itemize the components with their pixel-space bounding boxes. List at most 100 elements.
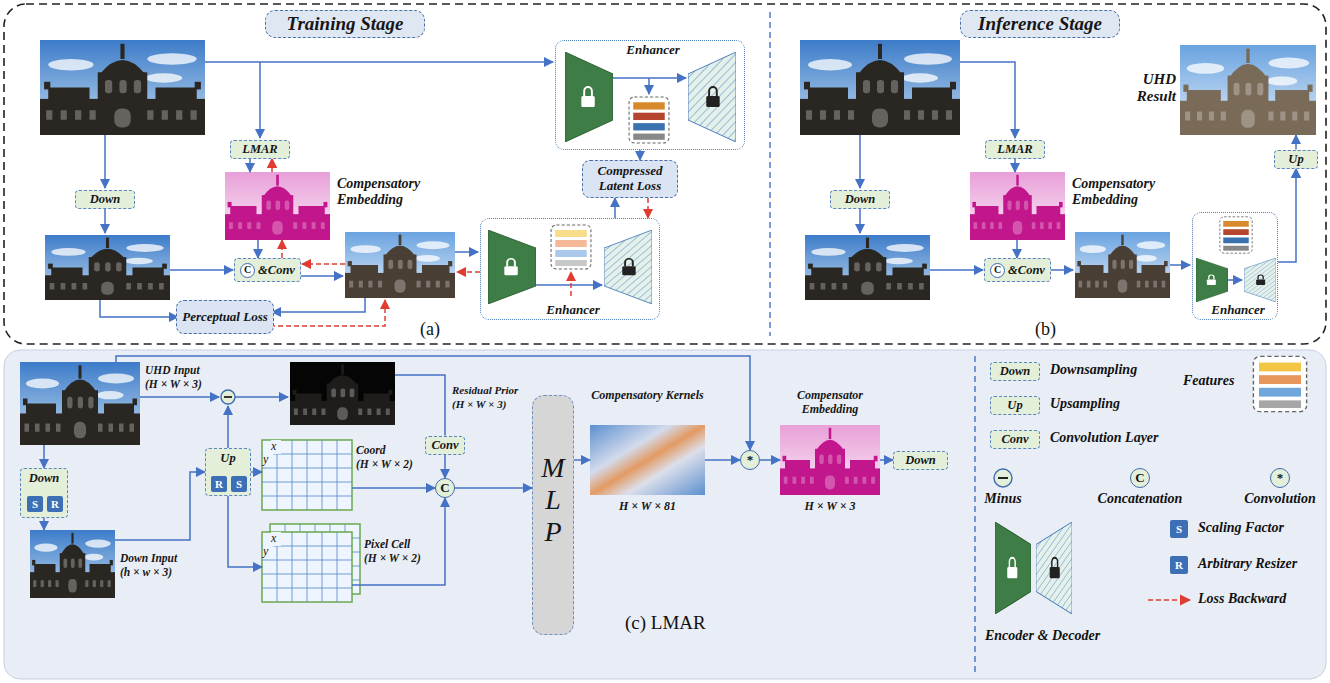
mlp-box: M L P bbox=[532, 395, 574, 635]
photo bbox=[1075, 232, 1170, 298]
wire bbox=[272, 298, 365, 312]
operator-circle: C bbox=[1130, 468, 1150, 488]
photo bbox=[1180, 45, 1316, 135]
factor-box: R bbox=[1170, 556, 1188, 574]
flow-connector bbox=[455, 487, 532, 489]
encoder bbox=[565, 52, 613, 142]
op-box: UpRS bbox=[205, 448, 251, 496]
op-box: Up bbox=[990, 396, 1040, 415]
node-text: Compressed Latent Loss bbox=[583, 164, 677, 194]
factor-box: R bbox=[47, 496, 63, 512]
node-text: R bbox=[215, 478, 223, 491]
node-text: &Conv bbox=[1008, 263, 1045, 277]
loss-wire bbox=[302, 263, 345, 265]
node-text: C bbox=[1135, 471, 1144, 486]
minus-symbol bbox=[994, 469, 1012, 487]
flow-connector bbox=[352, 487, 435, 489]
node-text: (H × W × 2) bbox=[364, 552, 432, 565]
wire bbox=[104, 208, 106, 233]
factor-box: R bbox=[211, 476, 227, 492]
photo-building bbox=[345, 235, 455, 298]
node-text: Compensatory Embedding bbox=[1072, 176, 1176, 208]
minus-symbol bbox=[998, 477, 1008, 479]
node-text: Up bbox=[1007, 398, 1022, 412]
wire bbox=[140, 396, 219, 398]
photo bbox=[40, 40, 205, 135]
loss-connector bbox=[281, 240, 283, 258]
concat-conv-box: C&Conv bbox=[984, 258, 1051, 282]
grid-node: Pixel Cell(H × W × 2)xy bbox=[262, 532, 352, 602]
decoder bbox=[1036, 522, 1072, 614]
flow-connector bbox=[228, 496, 262, 567]
kernel-map bbox=[590, 425, 705, 495]
node-text: y bbox=[263, 453, 273, 467]
factor-box: S bbox=[231, 476, 247, 492]
enhancer-box: Enhancer bbox=[555, 40, 745, 150]
flow-connector bbox=[43, 445, 45, 468]
flow-connector bbox=[760, 459, 780, 461]
node-text: S bbox=[32, 498, 38, 511]
wire bbox=[859, 208, 861, 233]
svg-g bbox=[270, 264, 571, 326]
svg-g bbox=[100, 62, 1242, 448]
panel-label: (b) bbox=[1035, 319, 1056, 340]
node-text: UHD Input bbox=[145, 364, 225, 377]
legend-text: Upsampling bbox=[1050, 396, 1120, 412]
flow-connector bbox=[705, 459, 740, 461]
node-text: (H × W × 2) bbox=[356, 458, 424, 471]
photo bbox=[780, 425, 880, 495]
photo bbox=[30, 530, 115, 598]
grid-lines bbox=[262, 532, 352, 602]
photo-building bbox=[30, 533, 115, 598]
node-text: S bbox=[236, 478, 242, 491]
node-text: Compensatory Kernels bbox=[585, 389, 710, 403]
flow-connector bbox=[880, 459, 893, 461]
node-text: H × W × 81 bbox=[590, 500, 705, 514]
wire bbox=[235, 396, 288, 398]
node-text: S bbox=[1176, 523, 1182, 536]
photo-building bbox=[970, 175, 1065, 240]
node-text: &Conv bbox=[258, 263, 295, 277]
image-node: Compensatory KernelsH × W × 81 bbox=[590, 425, 705, 495]
operator-circle: C bbox=[435, 478, 455, 498]
features bbox=[551, 225, 591, 269]
wire bbox=[859, 135, 861, 188]
wire bbox=[300, 275, 343, 277]
op-box: Conv bbox=[425, 436, 465, 455]
loss-connector bbox=[271, 159, 273, 173]
wire bbox=[1228, 279, 1242, 281]
photo bbox=[45, 235, 170, 300]
node-text: Conv bbox=[431, 438, 458, 452]
operator-circle: * bbox=[740, 450, 760, 470]
flow-connector bbox=[115, 472, 205, 540]
flow-connector bbox=[1016, 240, 1018, 258]
grid-node: Coord(H × W × 2)xy bbox=[262, 440, 352, 510]
coord-grid bbox=[262, 440, 352, 510]
wire bbox=[104, 135, 106, 188]
node-text: R bbox=[51, 498, 59, 511]
loss-wire bbox=[457, 271, 480, 273]
loss-connector bbox=[647, 198, 649, 218]
features bbox=[1253, 356, 1306, 411]
minus-symbol bbox=[221, 390, 235, 404]
node-text: Residual Prior bbox=[452, 384, 528, 397]
node-text: C bbox=[440, 481, 449, 496]
photo-building bbox=[1075, 235, 1170, 298]
image-node: UHD Input(H × W × 3) bbox=[20, 362, 140, 445]
legend-text: Convolution bbox=[1235, 491, 1325, 507]
grid-lines bbox=[262, 440, 352, 510]
legend-text: Loss Backward bbox=[1198, 591, 1286, 607]
image-node: Compensator EmbeddingH × W × 3 bbox=[780, 425, 880, 495]
photo-building bbox=[45, 238, 170, 300]
panel-label: (c) LMAR bbox=[625, 612, 706, 634]
image-node: Residual Prior(H × W × 3) bbox=[290, 362, 395, 425]
wire bbox=[170, 269, 233, 271]
flow-connector bbox=[444, 455, 446, 479]
op-box: Down bbox=[830, 190, 890, 209]
photo bbox=[800, 40, 960, 135]
loss-wire bbox=[270, 300, 385, 326]
photo bbox=[345, 232, 455, 298]
wire bbox=[648, 78, 650, 94]
